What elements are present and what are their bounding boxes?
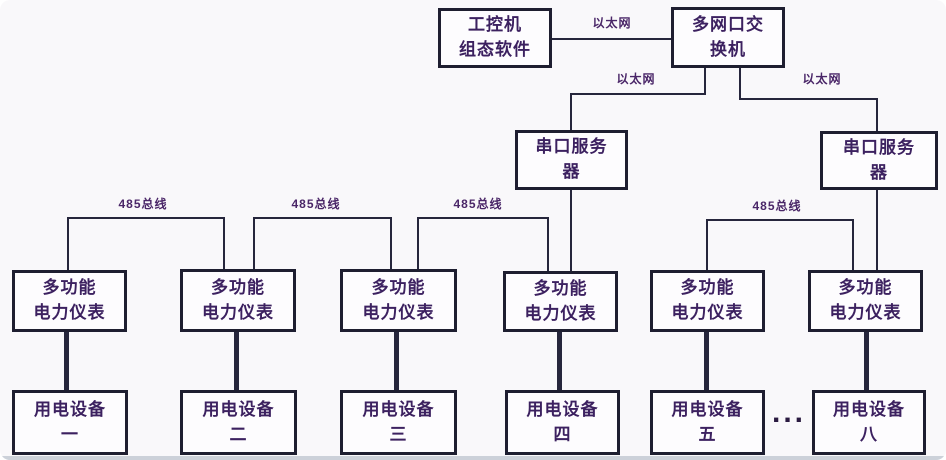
- node-device-5-line2: 五: [698, 424, 717, 444]
- node-device-1-line2: 一: [61, 424, 79, 444]
- node-meter-5-line1: 多功能: [680, 278, 735, 298]
- edge-bus1-vr: [223, 217, 225, 269]
- node-meter-1-line2: 电力仪表: [33, 303, 106, 322]
- edge-meter3-device3: [394, 332, 399, 390]
- node-switch-line1: 多网口交: [692, 14, 764, 34]
- bus-label-3: 485总线: [453, 197, 503, 211]
- node-device-3: 用电设备 三: [340, 390, 457, 455]
- edge-bus4-vl: [706, 219, 708, 270]
- edge-switch-right-v2: [876, 98, 878, 132]
- node-device-3-line1: 用电设备: [362, 399, 435, 419]
- node-meter-6-line2: 电力仪表: [829, 303, 902, 322]
- edge-bus3-h: [417, 217, 549, 219]
- node-device-2-line1: 用电设备: [202, 399, 275, 419]
- bus-label-right: 485总线: [752, 199, 802, 213]
- edge-switch-left-v1: [704, 68, 706, 95]
- node-switch: 多网口交 换机: [671, 7, 785, 68]
- node-meter-6-line1: 多功能: [838, 278, 893, 298]
- edge-meter2-device2: [234, 332, 239, 390]
- node-meter-3-line1: 多功能: [371, 277, 426, 297]
- node-meter-4-line2: 电力仪表: [524, 303, 597, 323]
- node-meter-2-line2: 电力仪表: [202, 302, 274, 322]
- node-ipc-line1: 工控机: [468, 15, 522, 35]
- image-bottom-edge: [0, 456, 946, 460]
- node-meter-5-line2: 电力仪表: [671, 303, 744, 322]
- node-meter-2: 多功能 电力仪表: [180, 269, 296, 332]
- node-meter-3: 多功能 电力仪表: [340, 269, 457, 332]
- node-serial-server-right: 串口服务 器: [820, 131, 938, 190]
- node-meter-4-line1: 多功能: [533, 278, 588, 298]
- node-meter-1-line1: 多功能: [42, 278, 97, 298]
- edge-bus3-vl: [417, 217, 419, 269]
- ethernet-label-left: 以太网: [616, 72, 656, 86]
- edge-bus1-vl: [67, 217, 69, 270]
- edge-bus2-h: [253, 217, 392, 219]
- node-ipc-line2: 组态软件: [459, 40, 531, 59]
- edge-switch-left-h: [570, 93, 706, 95]
- edge-bus4-vr: [852, 219, 854, 270]
- bus-label-1: 485总线: [118, 197, 168, 211]
- node-meter-4: 多功能 电力仪表: [503, 271, 618, 332]
- ethernet-label-right: 以太网: [802, 72, 842, 86]
- node-ipc: 工控机 组态软件: [438, 8, 552, 68]
- edge-switch-right-h: [739, 98, 878, 100]
- node-serial-left-line1: 串口服务: [535, 137, 608, 157]
- node-device-2-line2: 二: [229, 424, 248, 444]
- node-device-6-line1: 用电设备: [833, 399, 905, 419]
- edge-switch-right-v1: [739, 68, 741, 100]
- node-serial-server-left: 串口服务 器: [515, 130, 628, 190]
- node-device-2: 用电设备 二: [180, 390, 297, 455]
- node-device-4-line2: 四: [553, 424, 572, 444]
- node-device-6-line2: 八: [860, 424, 878, 444]
- node-meter-6: 多功能 电力仪表: [808, 270, 923, 332]
- node-device-1: 用电设备 一: [12, 390, 128, 455]
- edge-meter1-device1: [64, 332, 69, 390]
- node-meter-3-line2: 电力仪表: [362, 302, 435, 322]
- ellipsis-more-devices: ...: [772, 396, 807, 429]
- node-meter-5: 多功能 电力仪表: [650, 270, 765, 332]
- node-meter-2-line1: 多功能: [211, 277, 265, 297]
- edge-serial-right-down: [876, 190, 878, 270]
- bus-label-2: 485总线: [291, 197, 341, 211]
- edge-bus3-vr: [547, 217, 549, 271]
- node-device-6: 用电设备 八: [812, 390, 926, 455]
- edge-switch-left-v2: [570, 93, 572, 130]
- edge-bus1-h: [67, 217, 225, 219]
- node-switch-line2: 换机: [710, 39, 746, 59]
- node-device-3-line2: 三: [389, 424, 408, 444]
- node-serial-right-line2: 器: [870, 162, 888, 182]
- edge-bus2-vl: [253, 217, 255, 269]
- edge-ipc-switch: [552, 38, 671, 40]
- edge-meter4-device4: [557, 332, 562, 390]
- node-device-4: 用电设备 四: [505, 390, 620, 455]
- edge-bus4-h: [706, 219, 854, 221]
- node-device-1-line1: 用电设备: [34, 399, 106, 419]
- node-device-4-line1: 用电设备: [526, 399, 599, 419]
- node-device-5-line1: 用电设备: [671, 399, 744, 419]
- edge-meter5-device5: [704, 332, 709, 390]
- node-device-5: 用电设备 五: [650, 390, 765, 455]
- node-serial-right-line1: 串口服务: [843, 137, 915, 157]
- edge-serial-left-down: [570, 190, 572, 271]
- ethernet-label-top: 以太网: [592, 16, 632, 30]
- edge-bus2-vr: [390, 217, 392, 269]
- node-serial-left-line2: 器: [562, 162, 581, 181]
- node-meter-1: 多功能 电力仪表: [12, 270, 127, 332]
- edge-meter6-device6: [864, 332, 869, 390]
